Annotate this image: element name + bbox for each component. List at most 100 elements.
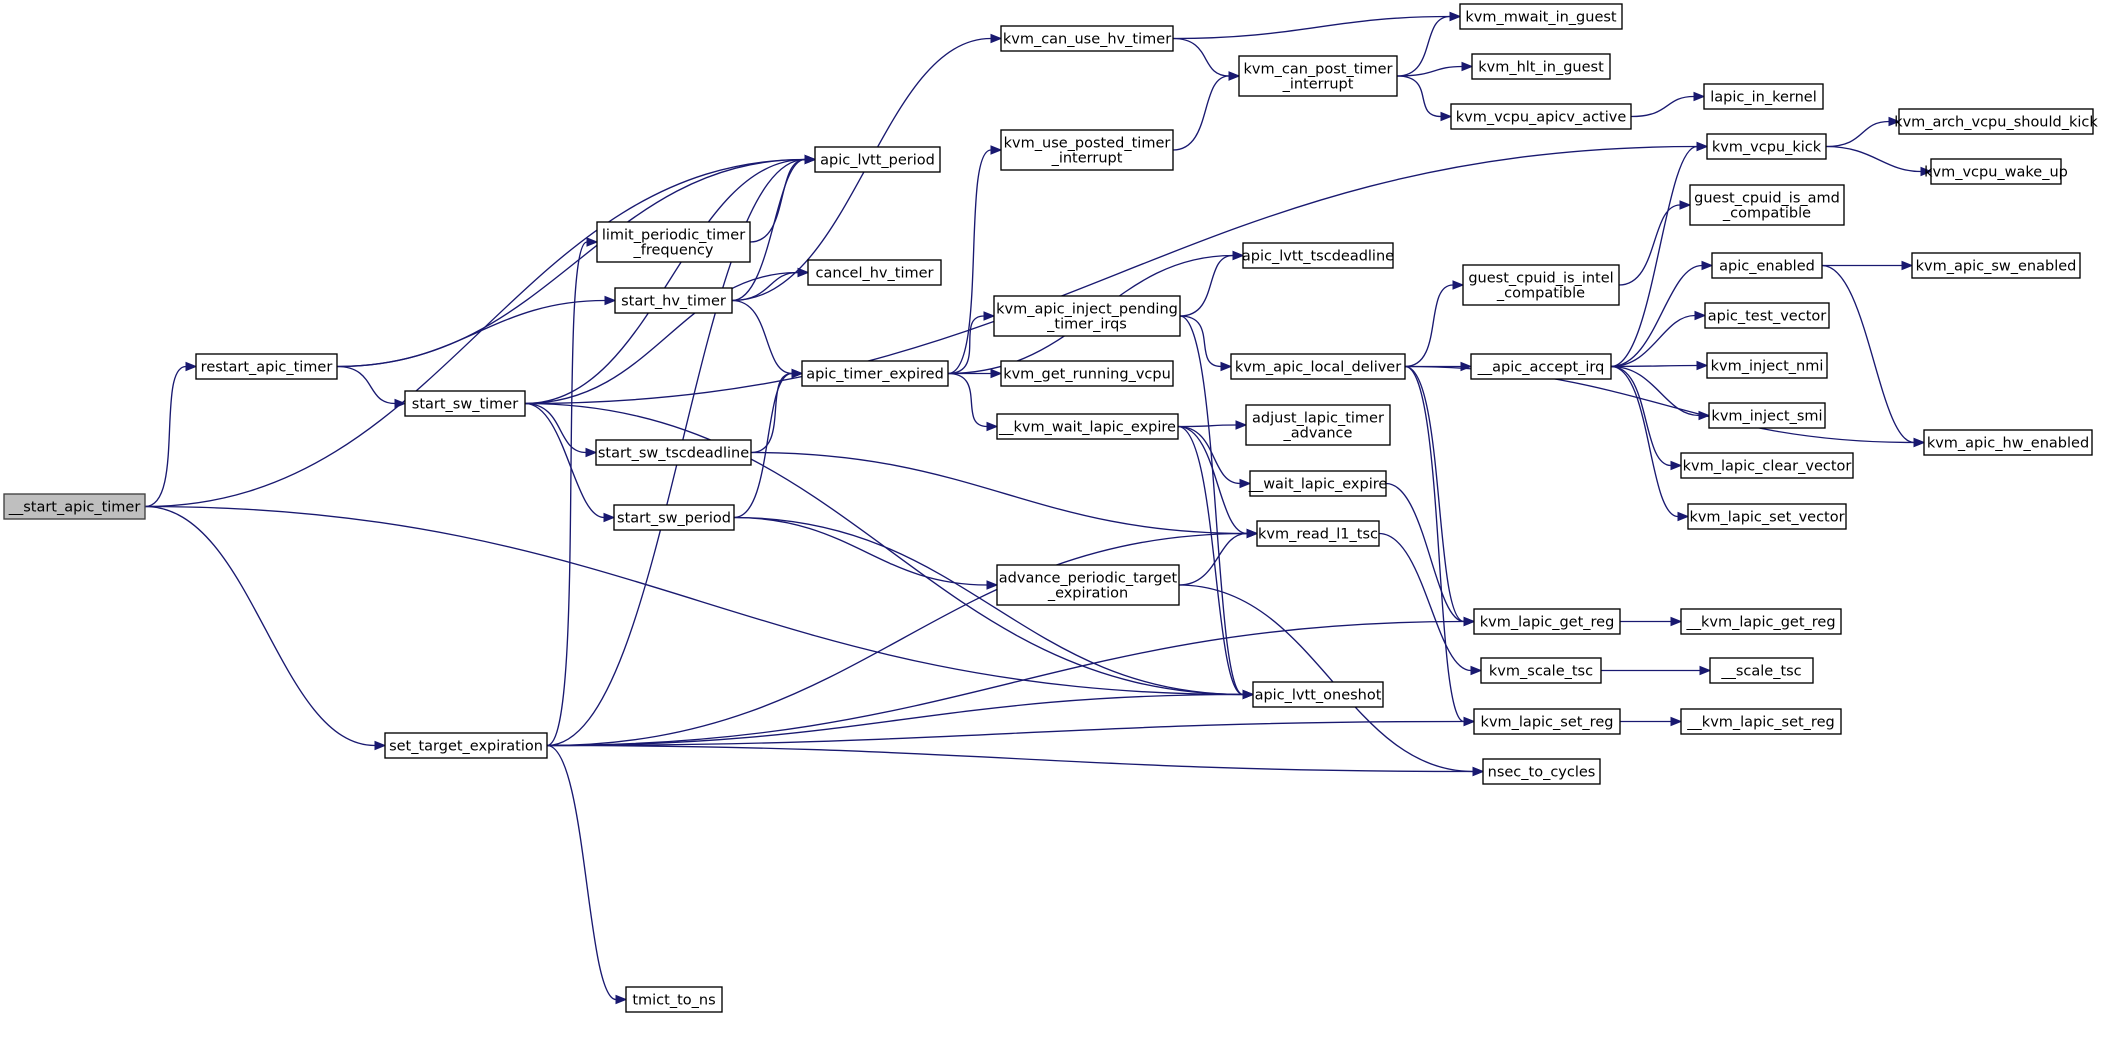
call-edge bbox=[524, 267, 810, 405]
node-box bbox=[1709, 657, 1814, 684]
arrowhead bbox=[791, 368, 804, 379]
node-label: cancel_hv_timer bbox=[816, 266, 934, 282]
node-label: start_hv_timer bbox=[621, 294, 726, 310]
node-kvm-apic-sw-enabled[interactable]: kvm_apic_sw_enabled bbox=[1911, 252, 2081, 279]
node-scale-tsc[interactable]: __scale_tsc bbox=[1709, 657, 1814, 684]
arrowhead bbox=[1463, 616, 1476, 627]
node-guest-cpuid-is-intel-compatible[interactable]: guest_cpuid_is_intel_compatible bbox=[1462, 264, 1620, 306]
node-box bbox=[1245, 404, 1391, 446]
node-kvm-apic-inject-pending-timer-irqs[interactable]: kvm_apic_inject_pending_timer_irqs bbox=[993, 295, 1181, 337]
node-label: __kvm_wait_lapic_expire bbox=[998, 420, 1176, 436]
node-label: start_sw_timer bbox=[412, 397, 518, 413]
call-edge bbox=[1630, 91, 1706, 118]
node-label: kvm_can_use_hv_timer bbox=[1003, 32, 1171, 48]
node-kvm-get-running-vcpu[interactable]: kvm_get_running_vcpu bbox=[1000, 360, 1174, 387]
call-edge bbox=[546, 237, 599, 747]
node-label: apic_enabled bbox=[1719, 259, 1815, 275]
node-box bbox=[1898, 108, 2094, 135]
node-label: kvm_get_running_vcpu bbox=[1003, 367, 1171, 383]
node-kvm-scale-tsc[interactable]: kvm_scale_tsc bbox=[1480, 657, 1602, 684]
node-label: kvm_scale_tsc bbox=[1489, 664, 1593, 680]
edge-path bbox=[750, 451, 1248, 535]
arrowhead bbox=[1701, 260, 1714, 271]
arrowhead bbox=[1452, 280, 1465, 290]
node-label: nsec_to_cycles bbox=[1488, 765, 1596, 781]
node-kvm-read-l1-tsc[interactable]: kvm_read_l1_tsc bbox=[1256, 520, 1380, 547]
node-apic-enabled[interactable]: apic_enabled bbox=[1711, 252, 1823, 279]
node-adjust-lapic-timer-advance[interactable]: adjust_lapic_timer_advance bbox=[1245, 404, 1391, 446]
node-kvm-vcpu-wake-up[interactable]: kvm_vcpu_wake_up bbox=[1924, 158, 2068, 185]
node-kvm-hlt-in-guest[interactable]: kvm_hlt_in_guest bbox=[1471, 53, 1611, 80]
node-nsec-to-cycles[interactable]: nsec_to_cycles bbox=[1482, 758, 1601, 785]
edge-path bbox=[1396, 65, 1463, 77]
node-tmict-to-ns[interactable]: tmict_to_ns bbox=[625, 986, 723, 1013]
node-start-sw-tscdeadline[interactable]: start_sw_tscdeadline bbox=[595, 439, 752, 466]
node-kvm-vcpu-apicv-active[interactable]: kvm_vcpu_apicv_active bbox=[1450, 103, 1632, 130]
node-advance-periodic-target-expiration[interactable]: advance_periodic_target_expiration bbox=[996, 564, 1180, 606]
node-box bbox=[1256, 520, 1380, 547]
node-apic-lvtt-oneshot[interactable]: apic_lvtt_oneshot bbox=[1252, 681, 1384, 708]
node-wait-lapic-expire[interactable]: __wait_lapic_expire bbox=[1248, 470, 1388, 497]
node-kvm-lapic-set-reg-inner[interactable]: __kvm_lapic_set_reg bbox=[1680, 708, 1842, 735]
call-edge bbox=[1396, 75, 1453, 122]
node-apic-lvtt-tscdeadline[interactable]: apic_lvtt_tscdeadline bbox=[1242, 242, 1394, 269]
node-label: kvm_lapic_set_vector bbox=[1689, 510, 1844, 526]
arrowhead bbox=[603, 512, 616, 523]
call-edge bbox=[546, 528, 1259, 747]
node-kvm-can-use-hv-timer[interactable]: kvm_can_use_hv_timer bbox=[1000, 25, 1174, 52]
edge-path bbox=[947, 315, 985, 375]
node-kvm-lapic-clear-vector[interactable]: kvm_lapic_clear_vector bbox=[1680, 452, 1854, 479]
edge-path bbox=[733, 516, 988, 586]
node-kvm-apic-local-deliver[interactable]: kvm_apic_local_deliver bbox=[1230, 353, 1406, 380]
node-box bbox=[1473, 708, 1621, 735]
node-cancel-hv-timer[interactable]: cancel_hv_timer bbox=[807, 259, 942, 286]
edge-path bbox=[947, 372, 988, 428]
arrowhead bbox=[185, 361, 198, 372]
node-kvm-wait-lapic-expire[interactable]: __kvm_wait_lapic_expire bbox=[996, 413, 1179, 440]
node-set-target-expiration[interactable]: set_target_expiration bbox=[384, 732, 548, 759]
node-kvm-lapic-set-vector[interactable]: kvm_lapic_set_vector bbox=[1687, 503, 1847, 530]
node-limit-periodic-timer-frequency[interactable]: limit_periodic_timer_frequency bbox=[596, 221, 751, 263]
node-apic-accept-irq[interactable]: __apic_accept_irq bbox=[1470, 353, 1612, 380]
node-lapic-in-kernel[interactable]: lapic_in_kernel bbox=[1703, 83, 1824, 110]
node-guest-cpuid-is-amd-compatible[interactable]: guest_cpuid_is_amd_compatible bbox=[1689, 184, 1845, 226]
node-label: kvm_apic_sw_enabled bbox=[1916, 259, 2077, 275]
node-box bbox=[1704, 302, 1830, 329]
node-start-sw-period[interactable]: start_sw_period bbox=[613, 504, 735, 531]
node-start-hv-timer[interactable]: start_hv_timer bbox=[614, 287, 733, 314]
arrowhead bbox=[1670, 460, 1683, 471]
node-label: kvm_vcpu_kick bbox=[1712, 140, 1822, 156]
node-box bbox=[1706, 352, 1828, 379]
node-restart-apic-timer[interactable]: restart_apic_timer bbox=[195, 353, 338, 380]
node-kvm-can-post-timer-interrupt[interactable]: kvm_can_post_timer_interrupt bbox=[1238, 55, 1398, 97]
node-kvm-arch-vcpu-should-kick[interactable]: kvm_arch_vcpu_should_kick bbox=[1894, 108, 2098, 135]
edge-path bbox=[733, 516, 1244, 696]
node-apic-timer-expired[interactable]: apic_timer_expired bbox=[801, 360, 949, 387]
node-kvm-lapic-get-reg-inner[interactable]: __kvm_lapic_get_reg bbox=[1680, 608, 1842, 635]
node-kvm-apic-hw-enabled[interactable]: kvm_apic_hw_enabled bbox=[1923, 429, 2093, 456]
node-start-apic-timer[interactable]: __start_apic_timer bbox=[3, 493, 146, 520]
arrowhead bbox=[1470, 665, 1483, 676]
node-box bbox=[1680, 608, 1842, 635]
call-edge bbox=[1172, 71, 1241, 151]
node-apic-test-vector[interactable]: apic_test_vector bbox=[1704, 302, 1830, 329]
node-kvm-use-posted-timer-interrupt[interactable]: kvm_use_posted_timer_interrupt bbox=[1000, 129, 1174, 171]
node-kvm-mwait-in-guest[interactable]: kvm_mwait_in_guest bbox=[1459, 3, 1623, 30]
node-kvm-lapic-set-reg[interactable]: kvm_lapic_set_reg bbox=[1473, 708, 1621, 735]
arrowhead bbox=[586, 237, 599, 247]
node-apic-lvtt-period[interactable]: apic_lvtt_period bbox=[814, 146, 941, 173]
node-label: tmict_to_ns bbox=[632, 993, 715, 1009]
nodes-layer: __start_apic_timer restart_apic_timer set_… bbox=[3, 3, 2098, 1013]
node-box bbox=[1930, 158, 2062, 185]
node-kvm-inject-nmi[interactable]: kvm_inject_nmi bbox=[1706, 352, 1828, 379]
node-label: adjust_lapic_timer bbox=[1252, 411, 1384, 427]
node-kvm-inject-smi[interactable]: kvm_inject_smi bbox=[1708, 402, 1826, 429]
call-edge bbox=[1618, 200, 1692, 286]
arrowhead bbox=[1888, 116, 1901, 127]
node-kvm-vcpu-kick[interactable]: kvm_vcpu_kick bbox=[1706, 133, 1827, 160]
node-start-sw-timer[interactable]: start_sw_timer bbox=[404, 390, 526, 417]
node-kvm-lapic-get-reg[interactable]: kvm_lapic_get_reg bbox=[1473, 608, 1621, 635]
arrowhead bbox=[990, 33, 1003, 44]
arrowhead bbox=[615, 994, 628, 1005]
